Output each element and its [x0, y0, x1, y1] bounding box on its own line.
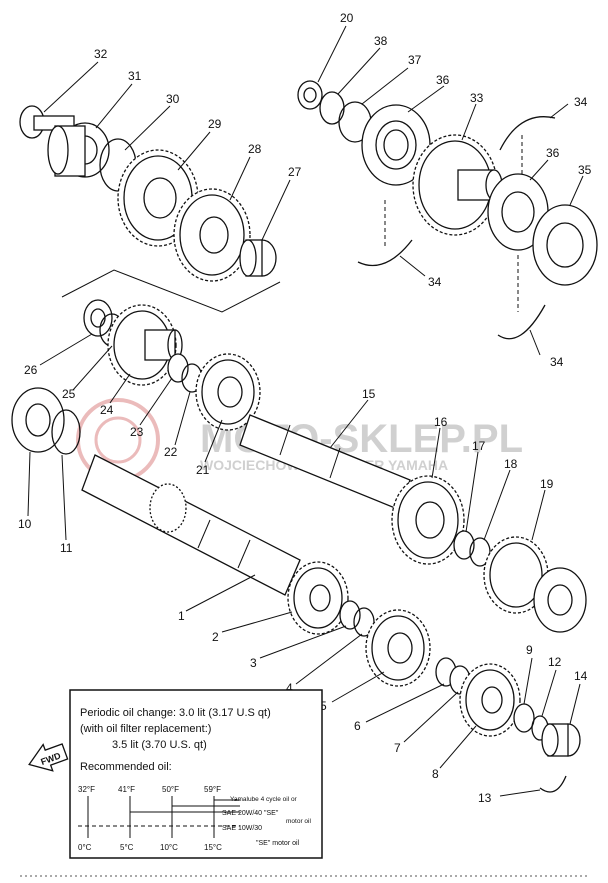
- part-24-gear: [107, 304, 183, 386]
- part-10-bearing: [11, 387, 65, 453]
- label-28: 28: [248, 142, 262, 156]
- oil-change-line: Periodic oil change: 3.0 lit (3.17 U.S q…: [80, 707, 271, 719]
- label-38: 38: [374, 34, 388, 48]
- label-33: 33: [470, 91, 484, 105]
- label-27: 27: [288, 165, 302, 179]
- recommended-oil-label: Recommended oil:: [80, 761, 172, 773]
- part-29-gear: [117, 149, 199, 247]
- label-9: 9: [526, 643, 533, 657]
- part-number-labels: 1 2 3 4 5 6 7 8 9 10 11 12 13 14 15 16 1…: [18, 11, 592, 805]
- label-26: 26: [24, 363, 38, 377]
- part-36-bearing-b: [487, 173, 549, 251]
- label-17: 17: [472, 439, 486, 453]
- label-15: 15: [362, 387, 376, 401]
- part-9-washer: [513, 703, 535, 733]
- label-30: 30: [166, 92, 180, 106]
- label-6: 6: [354, 719, 361, 733]
- label-25: 25: [62, 387, 76, 401]
- part-5-gear: [365, 609, 431, 687]
- part-19-gear-bearing: [483, 536, 587, 633]
- gear-cluster-bracket: [61, 269, 281, 313]
- label-36-top: 36: [436, 73, 450, 87]
- part-21-gear: [195, 353, 261, 431]
- label-20: 20: [340, 11, 354, 25]
- label-14: 14: [574, 669, 588, 683]
- part-33-gear: [412, 134, 503, 236]
- part-1-drive-axle: [81, 454, 301, 596]
- temp-f-2: 50°F: [162, 785, 179, 794]
- label-31: 31: [128, 69, 142, 83]
- part-17-washer: [453, 530, 475, 560]
- label-22: 22: [164, 445, 178, 459]
- temp-c-3: 15°C: [204, 843, 222, 852]
- label-16: 16: [434, 415, 448, 429]
- oil-sae-10w30: SAE 10W/30: [222, 825, 262, 832]
- label-7: 7: [394, 741, 401, 755]
- label-23: 23: [130, 425, 144, 439]
- part-28-gear: [173, 188, 251, 282]
- part-14-collar: [541, 723, 581, 757]
- label-1: 1: [178, 609, 185, 623]
- label-19: 19: [540, 477, 554, 491]
- part-16-gear: [391, 475, 465, 565]
- oil-se-motor-oil: "SE" motor oil: [256, 840, 300, 847]
- label-35: 35: [578, 163, 592, 177]
- part-3-washer: [339, 600, 361, 630]
- part-23-washer: [167, 353, 189, 383]
- part-2-gear: [287, 561, 349, 635]
- oil-filter-capacity: 3.5 lit (3.70 U.S. qt): [112, 739, 207, 751]
- oil-sae-20w40: SAE 20W/40 "SE": [222, 810, 279, 817]
- part-20-washer: [297, 80, 323, 110]
- label-36-right: 36: [546, 146, 560, 160]
- part-18-circlip: [469, 537, 491, 567]
- label-29: 29: [208, 117, 222, 131]
- label-11: 11: [60, 541, 73, 555]
- part-26-washer: [83, 299, 113, 337]
- label-5: 5: [320, 699, 327, 713]
- label-24: 24: [100, 403, 114, 417]
- temp-c-0: 0°C: [78, 843, 92, 852]
- label-8: 8: [432, 767, 439, 781]
- temp-c-2: 10°C: [160, 843, 178, 852]
- oil-spec-box: Periodic oil change: 3.0 lit (3.17 U.S q…: [69, 689, 323, 859]
- oil-filter-line: (with oil filter replacement:): [80, 723, 211, 735]
- label-13: 13: [478, 791, 492, 805]
- part-31-bearing: [47, 122, 110, 178]
- part-38-circlip: [319, 91, 345, 125]
- label-34-mid: 34: [428, 275, 442, 289]
- part-36-bearing-a: [361, 104, 431, 186]
- label-3: 3: [250, 656, 257, 670]
- part-13-half-clip: [539, 775, 567, 793]
- leader-lines: [27, 25, 584, 797]
- temp-f-3: 59°F: [204, 785, 221, 794]
- part-34-half-clips: [357, 116, 556, 340]
- label-21: 21: [196, 463, 210, 477]
- label-34-top: 34: [574, 95, 588, 109]
- part-8-gear: [459, 663, 521, 737]
- label-10: 10: [18, 517, 32, 531]
- label-18: 18: [504, 457, 518, 471]
- part-27-collar: [239, 239, 277, 277]
- part-11-circlip: [51, 409, 81, 455]
- label-2: 2: [212, 630, 219, 644]
- oil-yamalube: Yamalube 4 cycle oil or: [230, 796, 298, 803]
- forward-arrow: FWD: [28, 743, 69, 772]
- label-32: 32: [94, 47, 108, 61]
- part-35-oil-seal: [532, 204, 598, 286]
- label-37: 37: [408, 53, 422, 67]
- temp-c-1: 5°C: [120, 843, 134, 852]
- label-34-bottom: 34: [550, 355, 564, 369]
- oil-sae-20w40-suffix: motor oil: [286, 818, 311, 825]
- temp-f-1: 41°F: [118, 785, 135, 794]
- label-4: 4: [286, 681, 293, 695]
- temp-f-0: 32°F: [78, 785, 95, 794]
- label-12: 12: [548, 655, 562, 669]
